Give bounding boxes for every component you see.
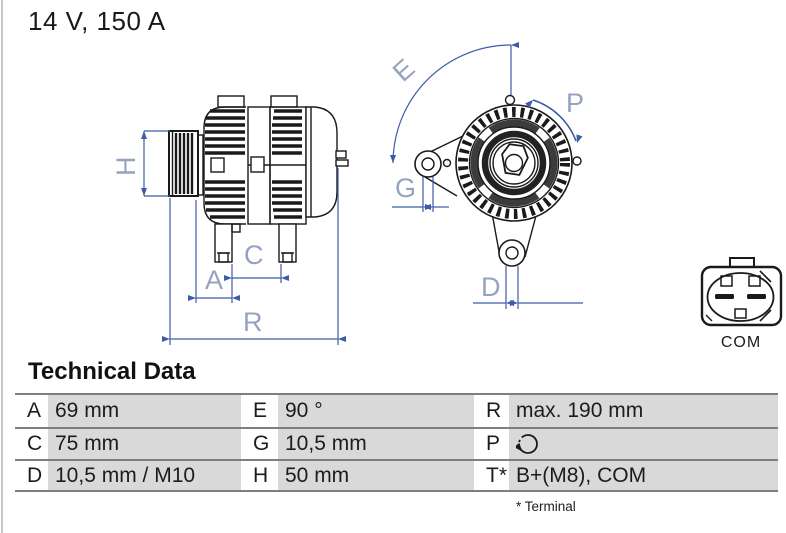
com-connector-drawing bbox=[700, 257, 783, 327]
dim-label-D: D bbox=[481, 272, 501, 302]
table-label-H: H bbox=[241, 461, 278, 492]
dim-label-G: G bbox=[395, 173, 416, 203]
alternator-front-view bbox=[414, 94, 582, 267]
alternator-side-view bbox=[168, 95, 349, 263]
table-label-D: D bbox=[15, 461, 48, 492]
table-value-R: max. 190 mm bbox=[509, 395, 778, 429]
table-value-E: 90 ° bbox=[278, 395, 474, 429]
table-value-H: 50 mm bbox=[278, 461, 474, 492]
com-connector-label: COM bbox=[721, 334, 761, 351]
table-label-R: R bbox=[474, 395, 509, 429]
table-value-A: 69 mm bbox=[48, 395, 241, 429]
dim-label-C: C bbox=[244, 240, 264, 270]
technical-data-heading: Technical Data bbox=[28, 358, 196, 385]
dim-label-R: R bbox=[243, 307, 263, 337]
front-view-dimensions bbox=[390, 42, 583, 309]
product-spec-title: 14 V, 150 A bbox=[28, 6, 166, 36]
dim-label-E: E bbox=[387, 53, 420, 87]
table-value-C: 75 mm bbox=[48, 429, 241, 461]
side-view-dimensions bbox=[141, 130, 346, 345]
technical-data-table: A 69 mm E 90 ° R max. 190 mm C 75 mm G 1… bbox=[15, 393, 778, 492]
table-label-G: G bbox=[241, 429, 278, 461]
table-label-P: P bbox=[474, 429, 509, 461]
table-label-C: C bbox=[15, 429, 48, 461]
table-label-T: T* bbox=[474, 461, 509, 492]
table-value-D: 10,5 mm / M10 bbox=[48, 461, 241, 492]
terminal-footnote: * Terminal bbox=[516, 499, 576, 514]
table-value-G: 10,5 mm bbox=[278, 429, 474, 461]
table-label-A: A bbox=[15, 395, 48, 429]
rotation-direction-icon bbox=[516, 433, 538, 454]
table-value-P bbox=[509, 429, 778, 461]
dim-label-A: A bbox=[205, 265, 223, 295]
page-left-border bbox=[1, 0, 3, 533]
dim-label-P: P bbox=[566, 88, 584, 118]
dim-label-H: H bbox=[111, 157, 141, 177]
table-value-T: B+(M8), COM bbox=[509, 461, 778, 492]
table-label-E: E bbox=[241, 395, 278, 429]
